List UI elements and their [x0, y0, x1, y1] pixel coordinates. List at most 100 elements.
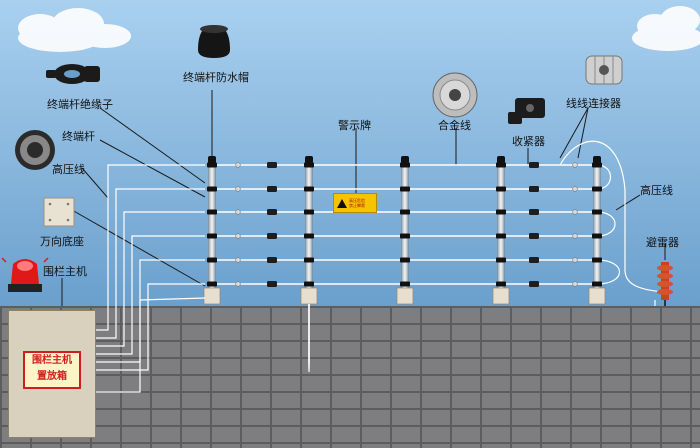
- pole-base-1: [203, 287, 221, 305]
- pole-cap: [305, 156, 313, 164]
- pole-base-2: [300, 287, 318, 305]
- tensioner-mark: [529, 281, 539, 287]
- pole-bases: [203, 287, 606, 305]
- pole-cap: [401, 156, 409, 164]
- label-terminal-pole: 终端杆: [62, 130, 95, 143]
- drop-line: [96, 306, 149, 371]
- label-base: 万向底座: [40, 235, 84, 248]
- drop-line: [96, 306, 109, 331]
- connector-mark: [572, 186, 578, 192]
- pole-insulator: [496, 209, 506, 215]
- label-tensioner: 收紧器: [512, 135, 545, 148]
- label-connector: 线线连接器: [566, 97, 621, 110]
- cloud-right: [632, 6, 700, 51]
- pole-insulator: [400, 209, 410, 215]
- pole-insulator: [304, 186, 314, 192]
- connector-mark: [235, 233, 241, 239]
- control-box-line1: 围栏主机: [32, 355, 72, 366]
- leader-lines: [61, 90, 666, 310]
- insulator-icon: [46, 64, 100, 84]
- pole-insulator: [207, 209, 217, 215]
- tensioner-mark: [529, 257, 539, 263]
- drop-line: [96, 306, 133, 355]
- alarm-light-icon: [1, 257, 49, 292]
- label-warning-sign: 警示牌: [338, 119, 371, 132]
- sign-text-line1: 高压危险: [349, 198, 365, 203]
- drop-cables: [96, 297, 656, 393]
- connector-mark: [235, 162, 241, 168]
- feed-line: [107, 164, 205, 330]
- pole-insulator: [400, 257, 410, 263]
- pole-insulator: [592, 233, 602, 239]
- pole-insulator: [400, 162, 410, 168]
- pole-insulator: [496, 162, 506, 168]
- connector-mark: [235, 281, 241, 287]
- sign-text-line2: 禁止攀爬: [349, 203, 365, 208]
- alloy-wire-spool-icon: [432, 72, 478, 118]
- connector-icon: [585, 55, 623, 85]
- pole-insulator: [496, 257, 506, 263]
- pole-insulator: [400, 186, 410, 192]
- return-loop: [596, 259, 621, 285]
- connector-mark: [572, 162, 578, 168]
- label-alloy-wire: 合金线: [438, 119, 471, 132]
- tensioner-mark: [267, 233, 277, 239]
- pole-insulator: [304, 257, 314, 263]
- tensioner-icon: [508, 98, 545, 124]
- connector-mark: [235, 257, 241, 263]
- pole-insulator: [304, 233, 314, 239]
- tensioner-mark: [529, 233, 539, 239]
- drop-line: [96, 306, 117, 339]
- pole-insulator: [207, 281, 217, 287]
- pole-insulator: [496, 186, 506, 192]
- ground-line: [96, 297, 206, 393]
- control-box-plate: 围栏主机 置放箱: [23, 351, 81, 389]
- tensioner-mark: [267, 281, 277, 287]
- control-box-line2: 置放箱: [37, 371, 67, 382]
- pole-cap: [593, 156, 601, 164]
- tensioner-mark: [267, 257, 277, 263]
- connector-mark: [572, 233, 578, 239]
- brick-wall: [0, 306, 700, 448]
- pole-cap: [497, 156, 505, 164]
- connector-mark: [572, 257, 578, 263]
- feed-line: [115, 188, 205, 330]
- pole-insulator: [592, 209, 602, 215]
- tensioner-mark: [529, 209, 539, 215]
- pole-insulator: [592, 186, 602, 192]
- pole-insulator: [304, 162, 314, 168]
- pole-base-4: [492, 287, 510, 305]
- drop-line: [96, 306, 125, 347]
- pole-insulator: [400, 281, 410, 287]
- feed-line: [123, 211, 205, 330]
- tensioner-mark: [267, 186, 277, 192]
- connector-lead: [559, 140, 666, 293]
- label-hv-wire-left: 高压线: [52, 163, 85, 176]
- connector-mark: [572, 281, 578, 287]
- pole-insulator: [592, 257, 602, 263]
- pole-insulator: [304, 281, 314, 287]
- pole-base-3: [396, 287, 414, 305]
- tensioner-mark: [529, 186, 539, 192]
- warning-triangle-icon: [337, 198, 347, 208]
- tensioner-mark: [267, 162, 277, 168]
- sky: [0, 0, 700, 310]
- control-box: 围栏主机 置放箱: [8, 310, 96, 438]
- cap-icon: [198, 25, 230, 58]
- pole-insulator: [496, 233, 506, 239]
- wire-coil-icon: [15, 130, 55, 170]
- connector-mark: [572, 209, 578, 215]
- return-loop: [596, 211, 616, 237]
- pole-insulator: [400, 233, 410, 239]
- warning-sign: 高压危险 禁止攀爬: [333, 193, 377, 213]
- pole-insulator: [207, 186, 217, 192]
- connector-mark: [235, 209, 241, 215]
- pole-insulator: [207, 233, 217, 239]
- pole-base-5: [588, 287, 606, 305]
- label-host: 围栏主机: [43, 265, 87, 278]
- label-cap: 终端杆防水帽: [183, 71, 249, 84]
- pole-insulator: [207, 162, 217, 168]
- pole-insulator: [592, 162, 602, 168]
